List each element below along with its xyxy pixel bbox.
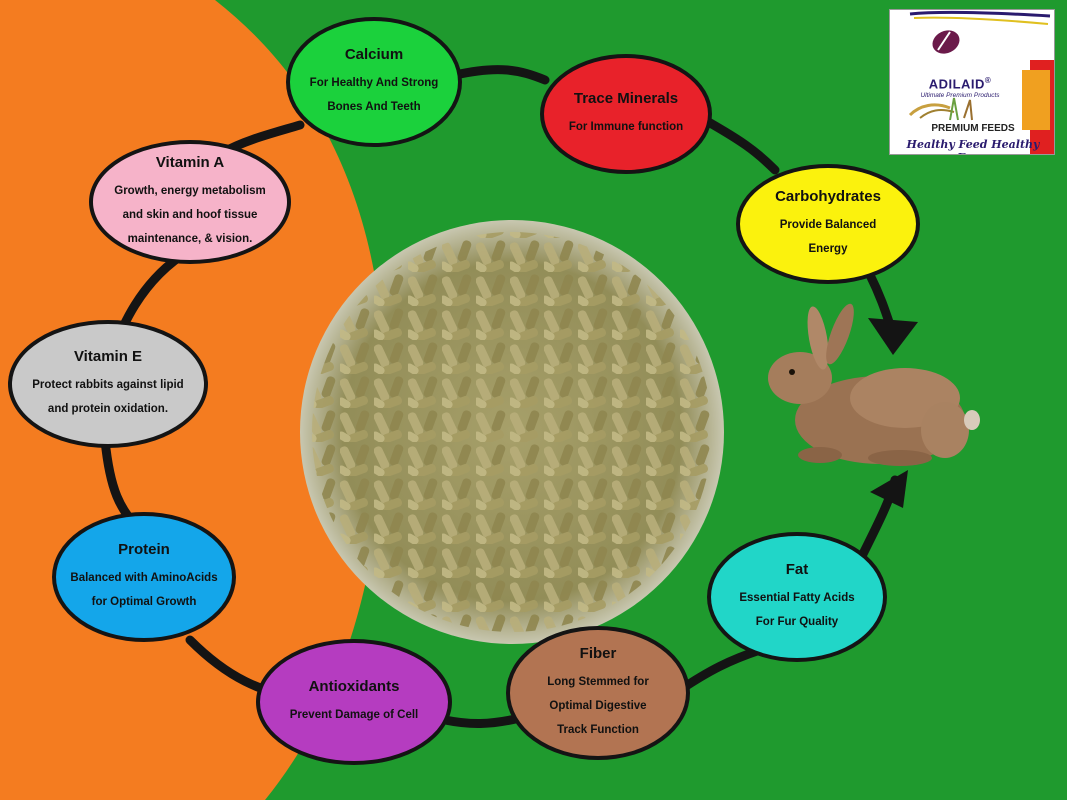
node-title: Vitamin E: [73, 347, 143, 365]
brand-logo: ADILAID® Ultimate Premium Products PREMI…: [889, 9, 1055, 155]
node-protein: Protein Balanced with AminoAcids for Opt…: [52, 512, 236, 642]
node-title: Fat: [785, 560, 809, 578]
node-description: Balanced with AminoAcids for Optimal Gro…: [70, 571, 218, 608]
node-title: Trace Minerals: [573, 89, 679, 107]
node-title: Protein: [118, 540, 170, 558]
node-description: Protect rabbits against lipid and protei…: [32, 378, 184, 415]
node-fat: Fat Essential Fatty Acids For Fur Qualit…: [707, 532, 887, 662]
node-title: Antioxidants: [308, 677, 400, 695]
node-description: Prevent Damage of Cell: [289, 708, 419, 721]
node-trace-minerals: Trace Minerals For Immune function: [540, 54, 712, 174]
node-title: Carbohydrates: [775, 187, 881, 205]
node-vitamin-e: Vitamin E Protect rabbits against lipid …: [8, 320, 208, 448]
node-title: Vitamin A: [155, 153, 225, 171]
node-carbohydrates: Carbohydrates Provide Balanced Energy: [736, 164, 920, 284]
node-calcium: Calcium For Healthy And Strong Bones And…: [286, 17, 462, 147]
node-description: Provide Balanced Energy: [779, 218, 877, 255]
rabbit-image: [768, 303, 980, 466]
node-antioxidants: Antioxidants Prevent Damage of Cell: [256, 639, 452, 765]
node-description: For Immune function: [568, 120, 684, 133]
arrow-to-rabbit-bottom: [870, 470, 908, 508]
arrow-to-rabbit-top: [868, 318, 918, 355]
logo-premium-feeds: PREMIUM FEEDS: [931, 123, 1015, 134]
node-title: Fiber: [579, 644, 617, 662]
logo-brand-name: ADILAID®: [928, 76, 992, 92]
node-vitamin-a: Vitamin A Growth, energy metabolism and …: [89, 140, 291, 264]
node-description: For Healthy And Strong Bones And Teeth: [309, 76, 439, 113]
node-title: Calcium: [344, 45, 404, 63]
node-description: Essential Fatty Acids For Fur Quality: [739, 591, 855, 628]
logo-tagline: Ultimate Premium Products: [920, 92, 1000, 99]
node-fiber: Fiber Long Stemmed for Optimal Digestive…: [506, 626, 690, 760]
logo-graphics: [908, 10, 1054, 154]
node-description: Growth, energy metabolism and skin and h…: [114, 184, 266, 245]
node-description: Long Stemmed for Optimal Digestive Track…: [547, 675, 649, 736]
logo-slogan: Healthy Feed Healthy Farm: [906, 138, 1040, 154]
